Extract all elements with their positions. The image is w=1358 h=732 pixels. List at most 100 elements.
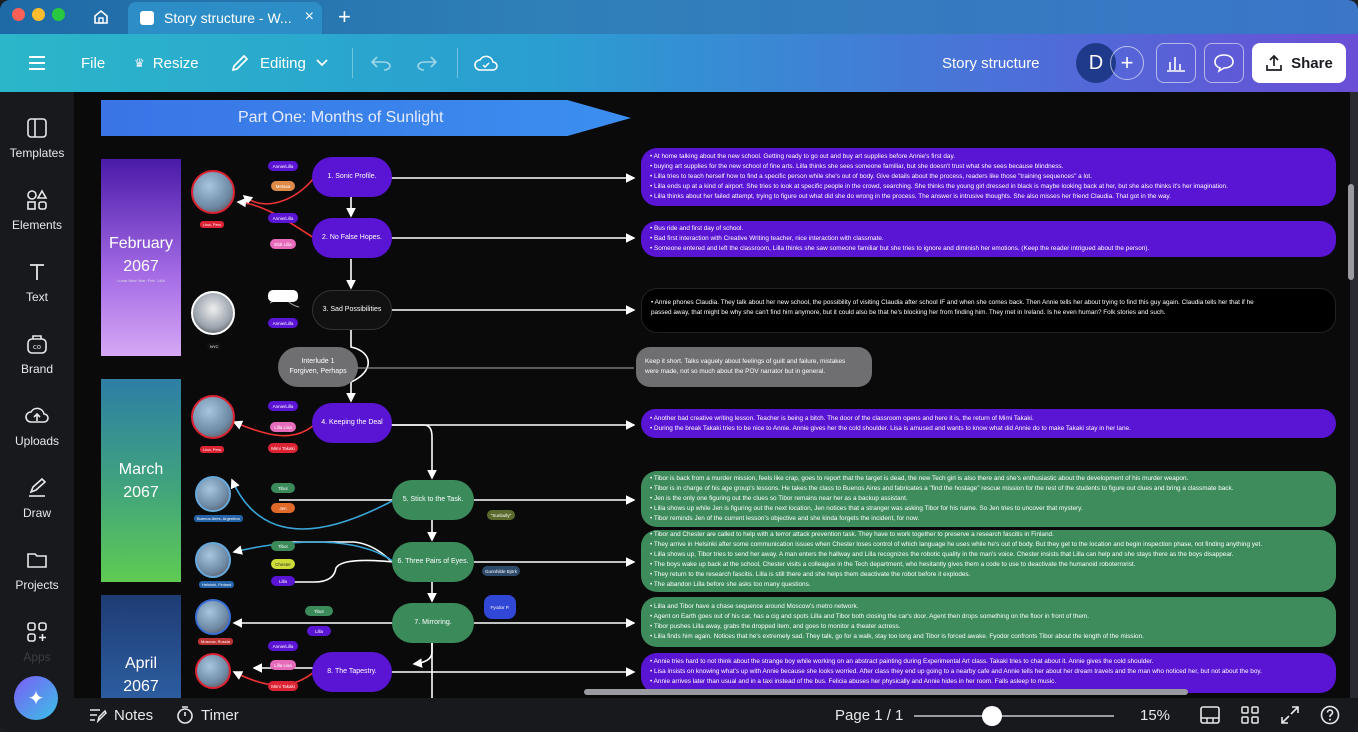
insights-button[interactable]	[1156, 43, 1196, 83]
chapter-notes-box[interactable]: • Annie phones Claudia. They talk about …	[641, 288, 1336, 333]
part-title-banner[interactable]: Part One: Months of Sunlight	[101, 100, 631, 136]
zoom-slider-handle[interactable]	[982, 706, 1002, 726]
location-caption: Helsinki, Finland	[199, 581, 235, 588]
sidebar-item-elements[interactable]: Elements	[0, 188, 74, 232]
chapter-notes-box[interactable]: • Another bad creative writing lesson. T…	[641, 409, 1336, 438]
character-pill[interactable]: Lilla Lisa	[270, 422, 296, 432]
cloud-save-status[interactable]	[474, 34, 498, 92]
chapter-node[interactable]: 8. The Tapestry.	[312, 652, 392, 692]
location-photo-moscow[interactable]	[195, 599, 231, 635]
location-photo-lima[interactable]	[191, 395, 235, 439]
character-pill[interactable]: Fyodor P.	[484, 595, 516, 619]
month-year: 2067	[123, 483, 159, 501]
location-photo-buenos-aires[interactable]	[195, 476, 231, 512]
notes-button[interactable]: Notes	[89, 698, 153, 732]
location-photo-nyc[interactable]	[191, 291, 235, 335]
interlude-notes-box[interactable]: Keep it short. Talks vaguely about feeli…	[636, 347, 872, 387]
chapter-node[interactable]: 3. Sad Possibilities	[312, 290, 392, 330]
share-button[interactable]: Share	[1252, 43, 1346, 83]
chapter-notes-box[interactable]: • Tibor and Chester are called to help w…	[641, 530, 1336, 592]
chapter-node[interactable]: 2. No False Hopes.	[312, 218, 392, 258]
notes-label: Notes	[114, 706, 154, 724]
note-line: • Lilla finds him again. Notices that he…	[650, 633, 1144, 640]
invite-button[interactable]: +	[1110, 46, 1144, 80]
sidebar-item-templates[interactable]: Templates	[0, 116, 74, 160]
character-pill[interactable]: Annie/Lilla	[268, 318, 298, 328]
chapter-node[interactable]: 5. Stick to the Task.	[392, 480, 474, 520]
character-pill[interactable]: Chester	[271, 559, 295, 569]
grid-view-button[interactable]	[1241, 698, 1259, 732]
character-pill[interactable]: Tibor	[271, 483, 295, 493]
fullscreen-button[interactable]	[1281, 698, 1299, 732]
timer-button[interactable]: Timer	[176, 698, 239, 732]
sidebar-item-uploads[interactable]: Uploads	[0, 404, 74, 448]
character-pill[interactable]: Annie/Lilla	[268, 161, 298, 171]
editing-mode-button[interactable]: Editing	[230, 34, 328, 92]
file-menu-button[interactable]: File	[81, 34, 105, 92]
sidebar-label: Draw	[22, 506, 51, 520]
zoom-level[interactable]: 15%	[1140, 698, 1170, 732]
character-pill[interactable]: "Sunbully"	[487, 510, 515, 520]
character-pill[interactable]: Lilla Lisa	[270, 660, 296, 670]
browser-tab[interactable]: Story structure - W... ×	[128, 2, 322, 34]
editor-canvas[interactable]: Part One: Months of Sunlight February 20…	[74, 92, 1358, 698]
sidebar-item-draw[interactable]: Draw	[0, 476, 74, 520]
location-photo-lima[interactable]	[191, 170, 235, 214]
help-icon	[1320, 705, 1340, 725]
minimize-window-button[interactable]	[32, 8, 45, 21]
page-indicator[interactable]: Page 1 / 1	[835, 698, 903, 732]
magic-assistant-button[interactable]: ✦	[14, 676, 58, 720]
resize-button[interactable]: ♛ Resize	[134, 34, 199, 92]
chapter-node[interactable]: 4. Keeping the Deal	[312, 403, 392, 443]
sidebar-item-projects[interactable]: Projects	[0, 548, 74, 592]
undo-button[interactable]	[370, 34, 392, 92]
home-icon[interactable]	[92, 8, 110, 26]
character-pill[interactable]: Annie/Lilla	[268, 641, 298, 651]
redo-button[interactable]	[416, 34, 438, 92]
character-pill[interactable]: Jen	[271, 503, 295, 513]
month-block-april[interactable]: April 2067	[101, 595, 181, 698]
character-pill[interactable]: Ebb Lilla	[270, 239, 296, 249]
sidebar-item-text[interactable]: Text	[0, 260, 74, 304]
maximize-window-button[interactable]	[52, 8, 65, 21]
help-button[interactable]	[1320, 698, 1340, 732]
location-photo-lima[interactable]	[195, 653, 231, 689]
character-pill[interactable]: Lilla	[271, 576, 295, 586]
chapter-notes-box[interactable]: • Bus ride and first day of school. • Ba…	[641, 221, 1336, 257]
close-window-button[interactable]	[12, 8, 25, 21]
chapter-notes-box[interactable]: • Lilla and Tibor have a chase sequence …	[641, 597, 1336, 647]
menu-button[interactable]	[28, 34, 46, 92]
avatar[interactable]: D	[1076, 43, 1116, 83]
character-pill[interactable]: Tibor	[271, 541, 295, 551]
chapter-notes-box[interactable]: • At home talking about the new school. …	[641, 148, 1336, 206]
zoom-slider[interactable]	[914, 715, 1114, 717]
month-block-february[interactable]: February 2067 Lunar New Year: Feb. 14th	[101, 159, 181, 356]
close-tab-icon[interactable]: ×	[304, 8, 314, 25]
month-block-march[interactable]: March 2067	[101, 379, 181, 582]
chapter-notes-box[interactable]: • Annie tries hard to not think about th…	[641, 653, 1336, 693]
new-tab-button[interactable]: +	[338, 4, 351, 29]
vertical-scrollbar[interactable]	[1348, 184, 1354, 280]
chapter-node[interactable]: 6. Three Pairs of Eyes.	[392, 542, 474, 582]
chapter-node[interactable]: 7. Mirroring.	[392, 603, 474, 643]
document-title[interactable]: Story structure	[942, 34, 1040, 92]
chapter-node[interactable]: 1. Sonic Profile.	[312, 157, 392, 197]
character-pill[interactable]: Gunnhilde Björk	[482, 566, 520, 576]
character-pill[interactable]: Annie/Lilla	[268, 401, 298, 411]
comments-button[interactable]	[1204, 43, 1244, 83]
chapter-notes-box[interactable]: • Tibor is back from a murder mission, f…	[641, 471, 1336, 527]
character-pill[interactable]: Lilla	[307, 626, 331, 636]
sidebar-item-brand[interactable]: co Brand	[0, 332, 74, 376]
horizontal-scrollbar[interactable]	[584, 689, 1188, 695]
character-pill[interactable]: Annie/Lilla	[268, 213, 298, 223]
design-page[interactable]: Part One: Months of Sunlight February 20…	[74, 92, 1350, 698]
blank-pill[interactable]	[268, 290, 298, 302]
character-pill[interactable]: Mimi Takaki	[268, 681, 298, 691]
sidebar-item-apps[interactable]: Apps	[0, 620, 74, 664]
character-pill[interactable]: Metaxa	[271, 181, 295, 191]
location-photo-helsinki[interactable]	[195, 542, 231, 578]
pages-view-button[interactable]	[1200, 698, 1220, 732]
interlude-node[interactable]: Interlude 1 Forgiven, Perhaps	[278, 347, 358, 387]
character-pill[interactable]: Tibor	[305, 606, 333, 616]
character-pill[interactable]: Mimi Takaki	[268, 443, 298, 453]
